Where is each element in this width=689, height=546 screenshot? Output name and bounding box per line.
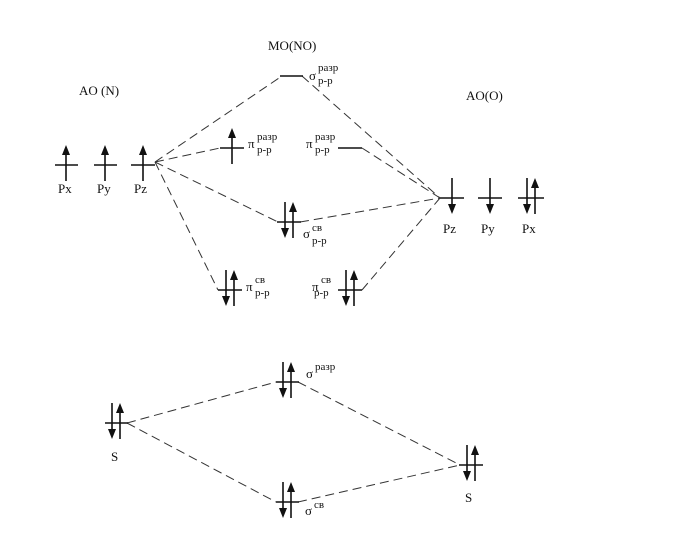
spin-down-arrow-head xyxy=(108,429,116,439)
spin-down-arrow-head xyxy=(448,204,456,214)
corr-line xyxy=(154,161,219,291)
corr-line xyxy=(297,381,461,466)
orbital-symbol: σ xyxy=(309,68,316,83)
orbital-symbol: σ xyxy=(305,503,312,518)
ao-o-py: Py xyxy=(478,178,502,236)
orbital-superscript: св xyxy=(255,274,265,286)
spin-up-arrow-head xyxy=(62,145,70,155)
ao-o-pz: Pz xyxy=(440,178,464,236)
ao-n-px: Px xyxy=(55,145,78,196)
mo-s-sigma-antibonding: σ разр xyxy=(276,361,336,398)
ao-o-title: AO(O) xyxy=(466,88,503,103)
electron-occupancy xyxy=(448,178,456,214)
ao-n-pz: Pz xyxy=(131,145,155,196)
spin-down-arrow-head xyxy=(279,388,287,398)
corr-line xyxy=(154,161,279,223)
mo-pi-bonding-2: π св p-p xyxy=(312,270,362,306)
electron-occupancy xyxy=(139,145,147,181)
spin-up-arrow-head xyxy=(139,145,147,155)
electron-occupancy xyxy=(486,178,494,214)
orbital-superscript: разр xyxy=(318,62,339,74)
orbital-label: S xyxy=(111,449,118,464)
spin-down-arrow-head xyxy=(523,204,531,214)
orbital-superscript: св xyxy=(321,274,331,286)
spin-down-arrow-head xyxy=(342,296,350,306)
spin-down-arrow-head xyxy=(279,508,287,518)
ao-o-px: Px xyxy=(518,178,544,236)
orbital-symbol: π xyxy=(246,279,253,294)
orbital-superscript: разр xyxy=(315,361,336,373)
orbital-subscript: p-p xyxy=(318,75,333,87)
orbital-label: Py xyxy=(481,221,495,236)
correlation-lines xyxy=(126,75,461,503)
corr-line xyxy=(299,197,441,223)
corr-line xyxy=(297,464,461,503)
orbital-symbol: π xyxy=(248,136,255,151)
orbital-superscript: разр xyxy=(315,131,336,143)
corr-line xyxy=(301,75,441,199)
spin-up-arrow-head xyxy=(287,362,295,372)
mo-sigma-antibonding: σ разр p-p xyxy=(280,62,339,87)
orbital-label: Px xyxy=(522,221,536,236)
electron-occupancy xyxy=(228,128,236,164)
orbital-superscript: разр xyxy=(257,131,278,143)
electron-occupancy xyxy=(523,178,539,214)
orbital-symbol: σ xyxy=(303,226,310,241)
electron-occupancy xyxy=(281,202,297,238)
spin-down-arrow-head xyxy=(486,204,494,214)
electron-occupancy xyxy=(108,403,124,439)
spin-up-arrow-head xyxy=(350,270,358,280)
orbital-subscript: p-p xyxy=(315,144,330,156)
orbital-symbol: π xyxy=(312,279,319,294)
corr-line xyxy=(361,197,441,291)
orbital-label: S xyxy=(465,490,472,505)
spin-up-arrow-head xyxy=(471,445,479,455)
corr-line xyxy=(154,75,283,163)
spin-up-arrow-head xyxy=(289,202,297,212)
mo-s-sigma-bonding: σ св xyxy=(276,482,324,518)
orbital-superscript: св xyxy=(312,222,322,234)
orbital-subscript: p-p xyxy=(312,235,327,247)
electron-occupancy xyxy=(463,445,479,481)
spin-down-arrow-head xyxy=(463,471,471,481)
orbital-label: Pz xyxy=(443,221,456,236)
orbital-subscript: p-p xyxy=(257,144,272,156)
spin-up-arrow-head xyxy=(531,178,539,188)
electron-occupancy xyxy=(279,362,295,398)
mo-title: MO(NO) xyxy=(268,38,316,53)
orbital-symbol: σ xyxy=(306,366,313,381)
spin-up-arrow-head xyxy=(230,270,238,280)
orbital-superscript: св xyxy=(314,499,324,511)
ao-n-py: Py xyxy=(94,145,117,196)
ao-n-s: S xyxy=(105,403,128,464)
spin-up-arrow-head xyxy=(116,403,124,413)
spin-up-arrow-head xyxy=(287,482,295,492)
corr-line xyxy=(126,422,277,503)
orbital-label: Px xyxy=(58,181,72,196)
orbital-label: Pz xyxy=(134,181,147,196)
mo-pi-antibonding-1: π разр p-p xyxy=(220,128,278,164)
spin-up-arrow-head xyxy=(228,128,236,138)
electron-occupancy xyxy=(101,145,109,181)
corr-line xyxy=(126,381,277,424)
electron-occupancy xyxy=(279,482,295,518)
mo-sigma-bonding: σ св p-p xyxy=(277,202,327,247)
corr-line xyxy=(154,147,221,163)
ao-o-s: S xyxy=(459,445,483,505)
electron-occupancy xyxy=(342,270,358,306)
spin-down-arrow-head xyxy=(281,228,289,238)
mo-pi-bonding-1: π св p-p xyxy=(218,270,270,306)
corr-line xyxy=(361,147,441,199)
orbital-label: Py xyxy=(97,181,111,196)
electron-occupancy xyxy=(222,270,238,306)
electron-occupancy xyxy=(62,145,70,181)
orbital-subscript: p-p xyxy=(255,287,270,299)
ao-n-title: AO (N) xyxy=(79,83,119,98)
mo-pi-antibonding-2: π разр p-p xyxy=(306,131,362,156)
spin-down-arrow-head xyxy=(222,296,230,306)
orbital-subscript: p-p xyxy=(314,287,329,299)
orbital-symbol: π xyxy=(306,136,313,151)
spin-up-arrow-head xyxy=(101,145,109,155)
